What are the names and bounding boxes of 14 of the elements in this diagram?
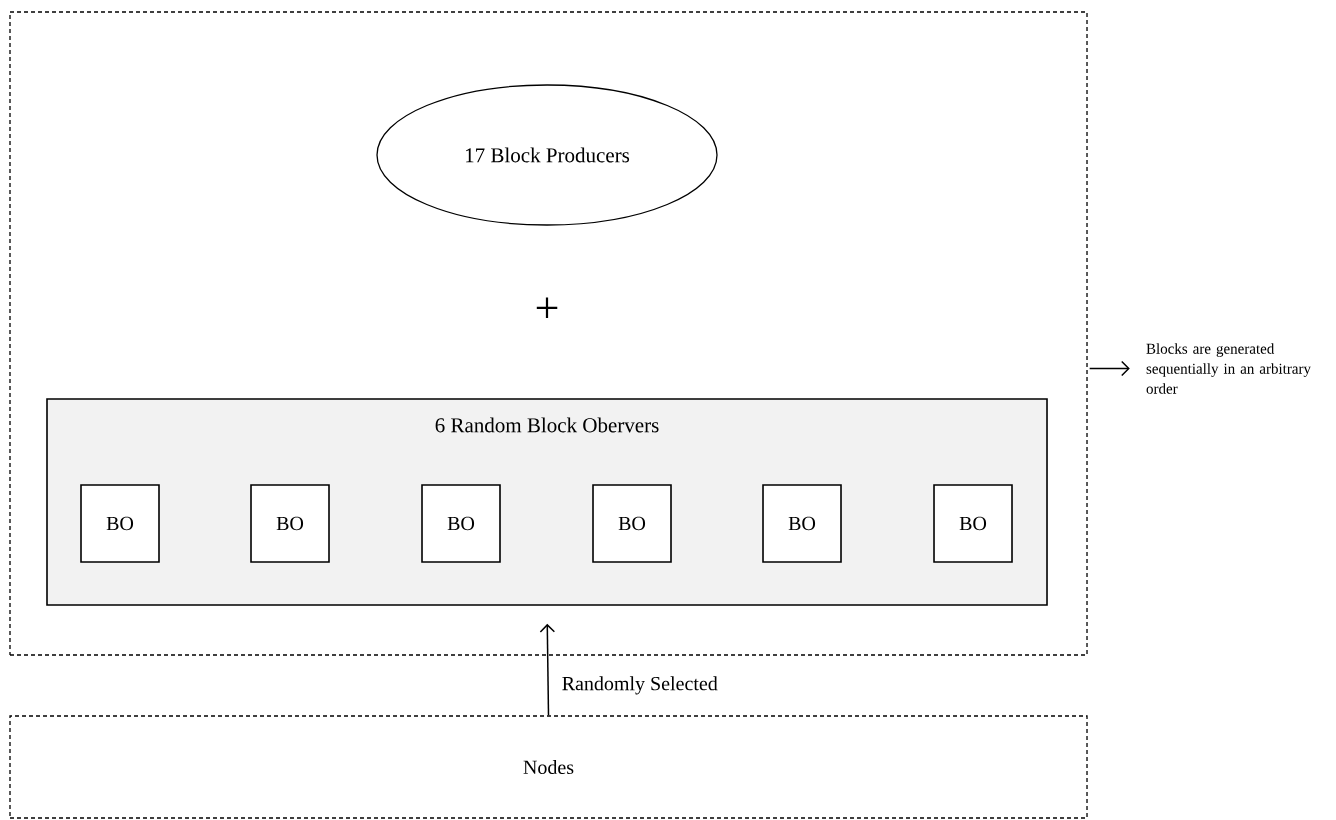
ellipse-node: 17 Block Producers — [376, 84, 718, 226]
dashed-frame: Nodes — [9, 715, 1088, 819]
block-observer-box: BO — [80, 484, 160, 563]
dashed-frame — [9, 11, 1088, 656]
block-observer-box: BO — [933, 484, 1013, 563]
block-observer-box: BO — [762, 484, 842, 563]
block-observer-box: BO — [250, 484, 330, 563]
block-observer-box: BO — [421, 484, 501, 563]
edge-label: Randomly Selected — [560, 675, 719, 696]
arrow — [539, 623, 556, 717]
note-text: Blocks are generated sequentially in an arbitrary order — [1146, 343, 1311, 394]
block-observer-box: BO — [592, 484, 672, 563]
arrow — [1088, 360, 1130, 377]
plus-sign: + — [536, 297, 558, 319]
